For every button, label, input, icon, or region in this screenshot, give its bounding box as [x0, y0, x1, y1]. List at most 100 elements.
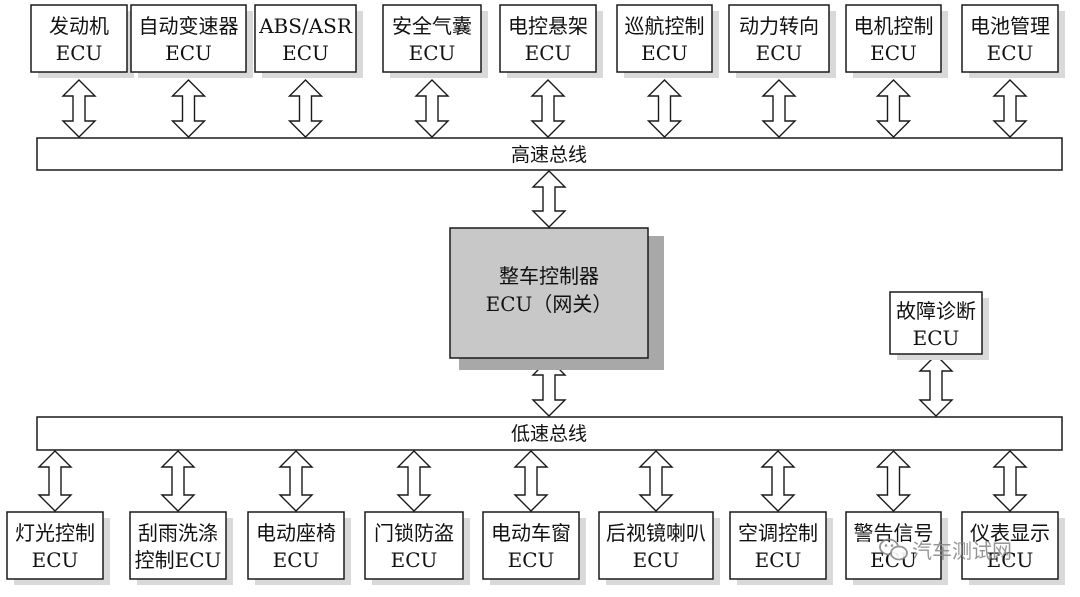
ecu-suffix: ECU: [987, 41, 1034, 65]
high-speed-bus: [36, 137, 1063, 171]
box-frame: [6, 511, 104, 580]
box-frame: [845, 4, 942, 73]
gateway-ecu: 整车控制器 ECU（网关）: [449, 227, 664, 370]
top-ecu-box: ABS/ASR ECU: [254, 4, 357, 73]
box-frame: [129, 511, 227, 580]
ecu-name: 电控悬架: [508, 14, 588, 38]
wechat-icon: [879, 538, 908, 561]
box-frame: [30, 4, 128, 73]
ecu-suffix: ECU: [391, 548, 438, 572]
ecu-suffix: ECU: [870, 41, 917, 65]
ecu-name: 仪表显示: [970, 521, 1050, 545]
high-bus-link-arrow: [992, 79, 1028, 138]
box-frame: [845, 511, 942, 580]
bottom-ecu-box: 仪表显示 ECU: [961, 511, 1059, 580]
ecu-name: 电动座椅: [256, 521, 336, 545]
box-frame: [254, 4, 357, 73]
top-ecu-box: 电机控制 ECU: [845, 4, 942, 73]
diagnostic-line2: ECU: [913, 326, 960, 350]
top-ecu-box: 发动机 ECU: [30, 4, 128, 73]
low-bus-link-arrow: [37, 450, 73, 512]
gateway-line2: ECU（网关）: [486, 292, 613, 316]
low-bus-link-arrow: [278, 450, 314, 512]
diagnostic-ecu: 故障诊断 ECU: [889, 291, 989, 360]
low-bus-link-arrow: [513, 450, 549, 512]
ecu-name: 自动变速器: [139, 14, 239, 38]
ecu-suffix: ECU: [508, 548, 555, 572]
ecu-suffix: ECU: [755, 548, 802, 572]
ecu-suffix: ECU: [165, 41, 212, 65]
gateway-low-bus-arrow: [531, 358, 567, 417]
watermark: 汽车测试网: [879, 538, 1012, 563]
ecu-name: 灯光控制: [15, 521, 95, 545]
ecu-name: 电动车窗: [491, 521, 571, 545]
bottom-ecu-box: 灯光控制 ECU: [6, 511, 104, 580]
top-ecu-box: 自动变速器 ECU: [130, 4, 247, 73]
ecu-suffix: ECU: [282, 41, 329, 65]
low-bus-link-arrow: [396, 450, 432, 512]
box-frame: [961, 511, 1059, 580]
ecu-suffix: ECU: [32, 548, 79, 572]
box-frame: [598, 511, 714, 580]
ecu-name: 巡航控制: [625, 14, 705, 38]
box-frame: [247, 511, 345, 580]
box-frame: [729, 511, 827, 580]
top-ecu-box: 电控悬架 ECU: [499, 4, 597, 73]
ecu-suffix: ECU: [56, 41, 103, 65]
box-frame: [499, 4, 597, 73]
bottom-ecu-box: 电动车窗 ECU: [482, 511, 580, 580]
ecu-name: 后视镜喇叭: [606, 521, 706, 545]
ecu-suffix: 控制ECU: [135, 548, 222, 572]
gateway-line1: 整车控制器: [499, 264, 599, 288]
ecu-suffix: ECU: [525, 41, 572, 65]
ecu-name: 空调控制: [738, 521, 818, 545]
high-bus-link-arrow: [530, 79, 566, 138]
low-bus-link-arrow: [760, 450, 796, 512]
bottom-ecu-box: 电动座椅 ECU: [247, 511, 345, 580]
ecu-name: 电池管理: [970, 14, 1050, 38]
box-frame: [382, 4, 482, 73]
high-bus-link-arrow: [414, 79, 450, 138]
high-bus-link-arrow: [761, 79, 797, 138]
ecu-suffix: ECU: [641, 41, 688, 65]
low-bus-link-arrow: [638, 450, 674, 512]
high-speed-bus-label: 高速总线: [511, 144, 587, 166]
top-ecu-box: 安全气囊 ECU: [382, 4, 482, 73]
ecu-suffix: ECU: [756, 41, 803, 65]
low-bus-link-arrow: [875, 450, 912, 512]
diagnostic-low-bus-arrow: [918, 354, 954, 417]
low-speed-bus-label: 低速总线: [511, 423, 587, 445]
low-bus-link-arrow: [992, 450, 1028, 512]
ecu-suffix: ECU: [273, 548, 320, 572]
high-bus-link-arrow: [875, 79, 912, 138]
high-bus-link-arrow: [287, 79, 324, 138]
ecu-name: 安全气囊: [392, 14, 472, 38]
high-bus-link-arrow: [170, 79, 207, 138]
bottom-ecu-box: 门锁防盗 ECU: [364, 511, 464, 580]
gateway-high-bus-arrow: [531, 170, 567, 228]
high-bus-link-arrow: [61, 79, 97, 138]
top-ecu-box: 巡航控制 ECU: [616, 4, 713, 73]
ecu-name: 门锁防盗: [374, 521, 454, 545]
box-frame: [482, 511, 580, 580]
ecu-name: ABS/ASR: [258, 14, 353, 38]
box-frame: [961, 4, 1059, 73]
ecu-name: 电机控制: [854, 14, 934, 38]
top-ecu-box: 电池管理 ECU: [961, 4, 1059, 73]
diagnostic-line1: 故障诊断: [896, 299, 976, 323]
ecu-name: 发动机: [49, 14, 109, 38]
watermark-text: 汽车测试网: [912, 539, 1012, 563]
low-speed-bus: [36, 416, 1063, 451]
box-frame: [728, 4, 830, 73]
ecu-suffix: ECU: [409, 41, 456, 65]
box-frame: [364, 511, 464, 580]
bottom-ecu-box: 空调控制 ECU: [729, 511, 827, 580]
bottom-ecu-box: 后视镜喇叭 ECU: [598, 511, 714, 580]
ecu-suffix: ECU: [633, 548, 680, 572]
box-layer: 发动机ECU自动变速器ECUABS/ASRECU安全气囊ECU电控悬架ECU巡航…: [6, 4, 1059, 580]
ecu-suffix: ECU: [987, 548, 1034, 572]
ecu-name: 刮雨洗涤: [138, 521, 218, 545]
